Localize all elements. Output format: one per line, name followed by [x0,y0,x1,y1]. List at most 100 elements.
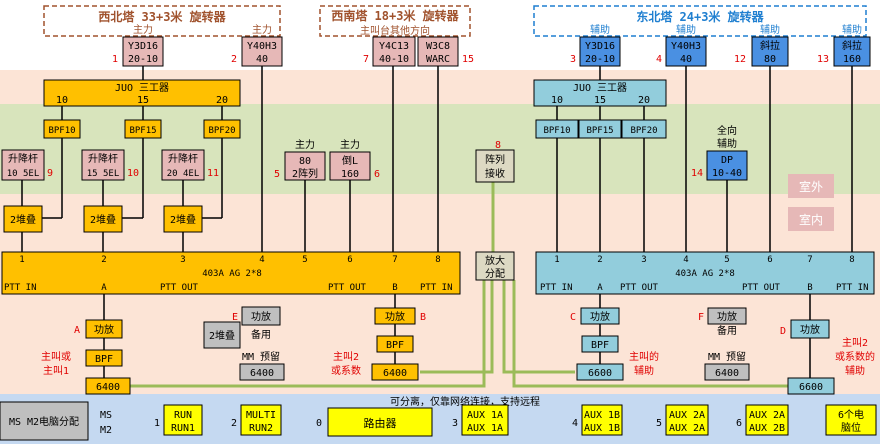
chain-label: 主叫的 [629,350,659,363]
antenna-band: 10-40 [712,168,742,179]
triplexer-title: JUO 三工器 [115,82,169,94]
switch-port: 5 [724,255,729,265]
bpf-label: BPF15 [129,126,156,136]
antenna-model: Y3D16 [585,41,615,52]
lift-title: 升降杆 [8,152,38,165]
switch-left: 1 2 3 4 5 6 7 8 403A AG 2*8 PTT IN A PTT… [1,251,461,295]
nw-tower-title: 西北塔 33+3米 旋转器 [98,9,226,24]
switch-port: 1 [554,255,559,265]
radio-label: 6600 [588,368,612,379]
chain-d: D 功放 主叫2 或系数的 辅助 6600 [780,319,875,395]
chain-letter: A [74,325,80,336]
switch-ptt-out: PTT OUT [620,283,659,293]
pc-number: 2 [231,418,237,429]
antenna-model: 倒L [342,155,358,167]
triplexer-port: 20 [216,95,228,106]
switch-ptt-out: PTT OUT [328,283,367,293]
antenna-number: 7 [363,54,369,65]
antenna-band: 20-10 [585,54,615,65]
antenna-model: 斜拉 [842,39,862,52]
reserve-label: MM 预留 [708,350,746,363]
pc-top: AUX 1B [584,410,620,421]
radio-box [85,377,131,395]
switch-port: 4 [259,255,264,265]
triplexer-port: 10 [56,95,68,106]
pc-box [745,404,789,436]
triplexer-port: 15 [594,95,606,106]
lift-box [161,149,205,181]
splitter-line2: 分配 [485,268,505,280]
switch-port-a: A [597,283,603,293]
switch-port-b: B [392,283,397,293]
pc-box [665,404,709,436]
triplexer-box [43,79,241,107]
switch-port: 7 [807,255,812,265]
antenna-band: 40 [680,54,692,65]
triplexer-right: JUO 三工器 10 15 20 [533,79,667,107]
chain-b: 功放 B BPF 主叫2 或系数 6400 [331,307,426,381]
antenna-role: 主力 [295,138,315,151]
lift-spec: 20 4EL [167,169,200,179]
antenna-model: 斜拉 [760,39,780,52]
pc-number: 4 [572,418,578,429]
pc-bottom: RUN2 [249,423,273,434]
switch-port: 8 [849,255,854,265]
antenna-model: 80 [299,156,311,167]
antenna-box [241,36,283,67]
amp-sub: 备用 [717,324,737,337]
router-label: 路由器 [364,416,397,430]
switch-port: 2 [597,255,602,265]
antenna-xiela-160: 辅助 斜拉 160 13 [817,23,871,67]
lift-mast-1: 升降杆 10 5EL 9 [1,149,53,181]
pc-number: 3 [452,418,458,429]
pc-top: AUX 2A [749,410,785,421]
antenna-role: 辅助 [676,23,696,36]
pc-number: 1 [154,418,160,429]
antenna-box [665,36,707,67]
lift-box [81,149,125,181]
antenna-band: 160 [843,54,861,65]
switch-ptt-out: PTT OUT [742,283,781,293]
switch-port: 4 [683,255,688,265]
pc-bottom: RUN1 [171,423,195,434]
antenna-role: 辅助 [760,23,780,36]
outdoor-label: 室外 [799,179,823,194]
antenna-box [833,36,871,67]
antenna-number: 4 [656,54,662,65]
pc-bottom: AUX 2B [749,423,785,434]
switch-port: 3 [641,255,646,265]
antenna-y3d16-left: 主力 Y3D16 20-10 1 [112,23,164,67]
splitter: 放大 分配 [475,251,515,281]
sw-tower-title: 西南塔 18+3米 旋转器 [331,8,459,23]
triplexer-port: 10 [551,95,563,106]
antenna-box [475,149,515,183]
chain-e: E 功放 备用 2堆叠 MM 预留 6400 [203,306,285,381]
reserve-label: MM 预留 [242,350,280,363]
splitter-box [475,251,515,281]
triplexer-port: 15 [137,95,149,106]
pc-box [461,404,509,436]
m2-label: M2 [100,425,112,436]
chain-letter: B [420,312,426,323]
bpf-box [376,335,414,353]
lift-number: 9 [47,168,53,179]
pc-box [163,404,203,436]
switch-box [535,251,875,295]
computer-title-box [0,401,89,441]
switch-port: 7 [392,255,397,265]
switch-right: 1 2 3 4 5 6 7 8 403A AG 2*8 PTT IN A PTT… [535,251,875,295]
chain-letter: D [780,326,786,337]
switch-port: 6 [347,255,352,265]
bpf-box [581,335,619,353]
splitter-line1: 放大 [485,254,505,267]
antenna-number: 14 [691,168,703,179]
antenna-80-array: 主力 80 2阵列 5 [274,138,326,181]
antenna-box [284,151,326,181]
lift-box [1,149,45,181]
chain-label: 辅助 [845,364,865,377]
bpf-box [203,119,241,139]
radio-label: 6400 [96,382,120,393]
radio-box [704,363,750,381]
stacker-label: 2堆叠 [90,214,116,226]
chain-label: 或系数的 [835,350,875,363]
